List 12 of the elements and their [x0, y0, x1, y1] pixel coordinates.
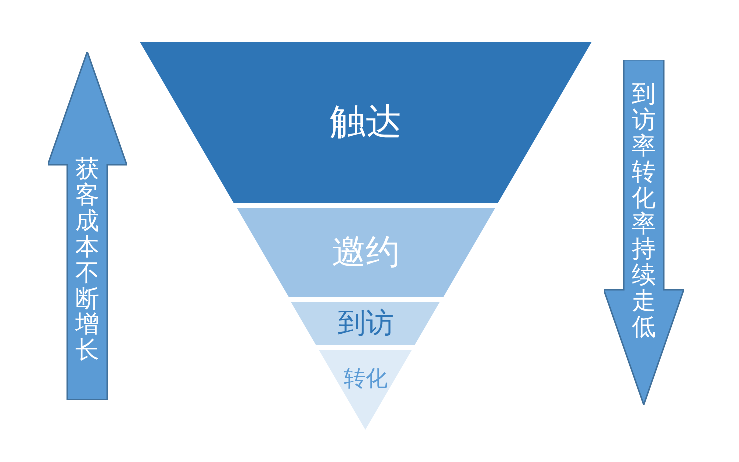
funnel-segment	[140, 42, 592, 203]
stage-label: 邀约	[332, 234, 400, 272]
funnel-segment	[291, 302, 441, 345]
stage-label: 到访	[338, 308, 394, 339]
funnel-tip	[319, 350, 413, 430]
arrow-label: 获客成本不断增长	[76, 157, 100, 364]
funnel-segment	[236, 208, 496, 297]
stage-label: 转化	[344, 368, 388, 392]
down-arrow	[604, 60, 684, 405]
up-arrow	[48, 52, 127, 400]
stage-label: 触达	[330, 102, 402, 142]
arrow-label: 到访率转化率持续走低	[632, 82, 656, 342]
